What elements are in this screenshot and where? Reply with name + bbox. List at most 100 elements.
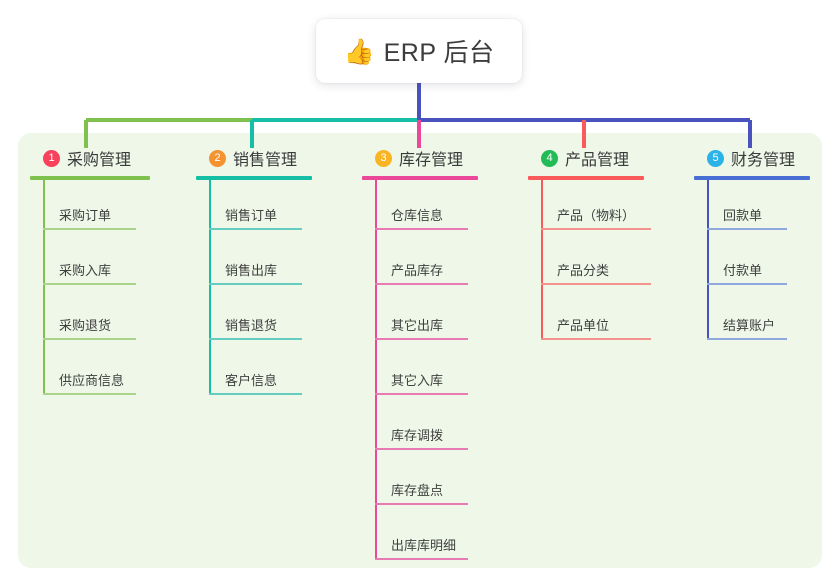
list-item[interactable]: 客户信息 (196, 345, 312, 400)
list-item[interactable]: 付款单 (694, 235, 810, 290)
list-item[interactable]: 其它入库 (362, 345, 478, 400)
branch-items-1: 采购订单采购入库采购退货供应商信息 (30, 180, 150, 400)
list-item-label: 采购订单 (59, 208, 112, 223)
branch-header-3[interactable]: 3 库存管理 (362, 146, 478, 170)
list-item-underline (43, 393, 136, 395)
branch-badge-1: 1 (43, 149, 60, 167)
list-item-underline (375, 448, 468, 450)
list-item-underline (209, 393, 302, 395)
branch-spine-1 (43, 180, 45, 395)
branch-column-2: 2 销售管理销售订单销售出库销售退货客户信息 (196, 146, 312, 400)
branch-badge-4: 4 (541, 149, 558, 167)
list-item-label: 供应商信息 (59, 373, 125, 388)
list-item[interactable]: 供应商信息 (30, 345, 150, 400)
list-item[interactable]: 销售退货 (196, 290, 312, 345)
list-item-label: 产品（物料） (557, 208, 636, 223)
list-item-underline (375, 393, 468, 395)
list-item-underline (209, 283, 302, 285)
branch-badge-5: 5 (707, 149, 724, 167)
branch-column-1: 1 采购管理采购订单采购入库采购退货供应商信息 (30, 146, 150, 400)
list-item-underline (541, 283, 651, 285)
branch-items-2: 销售订单销售出库销售退货客户信息 (196, 180, 312, 400)
list-item[interactable]: 其它出库 (362, 290, 478, 345)
list-item-label: 库存盘点 (391, 483, 444, 498)
list-item-underline (375, 228, 468, 230)
list-item-label: 回款单 (723, 208, 763, 223)
branch-title-3: 库存管理 (399, 152, 464, 169)
list-item[interactable]: 销售订单 (196, 180, 312, 235)
root-node-title: ERP 后台 (383, 39, 495, 67)
list-item-underline (707, 228, 787, 230)
branch-underline-4 (528, 176, 644, 180)
list-item-label: 仓库信息 (391, 208, 444, 223)
branch-spine-4 (541, 180, 543, 340)
list-item-underline (707, 283, 787, 285)
thumbs-up-icon: 👍 (343, 36, 375, 66)
branch-title-1: 采购管理 (67, 152, 132, 169)
list-item-label: 采购入库 (59, 263, 112, 278)
branch-underline-3 (362, 176, 478, 180)
list-item-label: 库存调拨 (391, 428, 444, 443)
list-item[interactable]: 采购入库 (30, 235, 150, 290)
list-item-label: 客户信息 (225, 373, 278, 388)
list-item[interactable]: 仓库信息 (362, 180, 478, 235)
list-item-label: 产品单位 (557, 318, 610, 333)
list-item[interactable]: 出库库明细 (362, 510, 478, 565)
list-item-label: 其它出库 (391, 318, 444, 333)
branch-underline-2 (196, 176, 312, 180)
list-item[interactable]: 产品（物料） (528, 180, 651, 235)
branch-column-4: 4 产品管理产品（物料） 产品分类产品单位 (528, 146, 651, 345)
list-item-label: 销售出库 (225, 263, 278, 278)
root-node-card[interactable]: 👍 ERP 后台 (316, 19, 522, 83)
list-item-label: 销售订单 (225, 208, 278, 223)
list-item[interactable]: 回款单 (694, 180, 810, 235)
list-item-underline (707, 338, 787, 340)
list-item[interactable]: 产品分类 (528, 235, 651, 290)
branch-column-3: 3 库存管理仓库信息产品库存其它出库其它入库库存调拨库存盘点出库库明细 (362, 146, 478, 565)
list-item-label: 产品库存 (391, 263, 444, 278)
list-item-label: 结算账户 (723, 318, 776, 333)
list-item-label: 出库库明细 (391, 538, 457, 553)
branch-badge-3: 3 (375, 149, 392, 167)
list-item-underline (43, 228, 136, 230)
branch-badge-2: 2 (209, 149, 226, 167)
branch-underline-1 (30, 176, 150, 180)
branch-items-5: 回款单付款单结算账户 (694, 180, 810, 345)
branch-title-5: 财务管理 (731, 152, 796, 169)
branch-spine-3 (375, 180, 377, 560)
list-item[interactable]: 采购退货 (30, 290, 150, 345)
list-item[interactable]: 销售出库 (196, 235, 312, 290)
list-item[interactable]: 产品单位 (528, 290, 651, 345)
branch-column-5: 5 财务管理回款单付款单结算账户 (694, 146, 810, 345)
branch-underline-5 (694, 176, 810, 180)
branch-spine-2 (209, 180, 211, 395)
list-item[interactable]: 结算账户 (694, 290, 810, 345)
list-item[interactable]: 产品库存 (362, 235, 478, 290)
branch-spine-5 (707, 180, 709, 340)
list-item-label: 付款单 (723, 263, 763, 278)
branch-items-3: 仓库信息产品库存其它出库其它入库库存调拨库存盘点出库库明细 (362, 180, 478, 565)
list-item-underline (43, 283, 136, 285)
list-item[interactable]: 库存调拨 (362, 400, 478, 455)
list-item-underline (375, 503, 468, 505)
branch-items-4: 产品（物料） 产品分类产品单位 (528, 180, 651, 345)
list-item-label: 采购退货 (59, 318, 112, 333)
list-item-underline (209, 228, 302, 230)
branch-title-4: 产品管理 (565, 152, 630, 169)
list-item-underline (209, 338, 302, 340)
branch-header-2[interactable]: 2 销售管理 (196, 146, 312, 170)
list-item-underline (375, 338, 468, 340)
list-item-underline (375, 558, 468, 560)
branch-header-5[interactable]: 5 财务管理 (694, 146, 810, 170)
list-item[interactable]: 库存盘点 (362, 455, 478, 510)
list-item-label: 产品分类 (557, 263, 610, 278)
list-item-label: 其它入库 (391, 373, 444, 388)
list-item[interactable]: 采购订单 (30, 180, 150, 235)
list-item-underline (43, 338, 136, 340)
branch-header-4[interactable]: 4 产品管理 (528, 146, 644, 170)
branch-title-2: 销售管理 (233, 152, 298, 169)
list-item-label: 销售退货 (225, 318, 278, 333)
branch-header-1[interactable]: 1 采购管理 (30, 146, 150, 170)
diagram-background-panel (18, 133, 822, 568)
